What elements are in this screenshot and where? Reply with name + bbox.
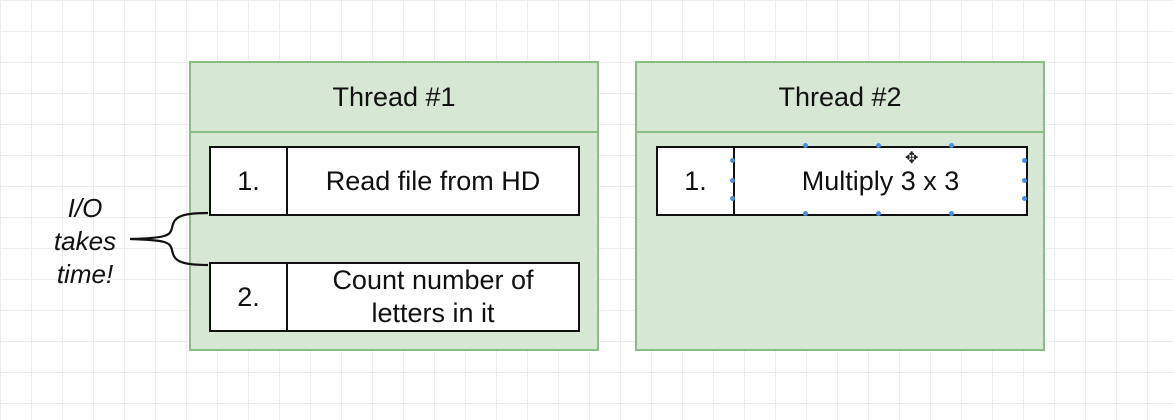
move-cursor-icon: ✥ [905, 150, 919, 167]
thread-1-task-2[interactable]: 2. Count number of letters in it [209, 262, 580, 332]
task-text: Multiply 3 x 3 [801, 165, 960, 196]
thread-1-panel[interactable]: Thread #1 1. Read file from HD 2. Count … [189, 61, 599, 351]
thread-2-task-1[interactable]: 1. Multiply 3 x 3 [656, 146, 1028, 216]
annotation-line: time! [56, 259, 114, 289]
annotation-line: takes [53, 226, 117, 256]
selection-handle[interactable] [949, 143, 954, 148]
task-text: Read file from HD [325, 165, 541, 196]
selection-handle[interactable] [876, 211, 881, 216]
selection-handle[interactable] [876, 143, 881, 148]
selection-handle[interactable] [1022, 196, 1027, 201]
selection-handle[interactable] [803, 211, 808, 216]
task-number: 1. [211, 148, 288, 214]
selection-handle[interactable] [949, 211, 954, 216]
selection-handle[interactable] [803, 143, 808, 148]
selection-handle[interactable] [1022, 158, 1027, 163]
curly-brace-icon [129, 211, 208, 267]
thread-1-task-1[interactable]: 1. Read file from HD [209, 146, 580, 216]
task-number: 1. [658, 148, 735, 214]
thread-2-title: Thread #2 [637, 63, 1043, 133]
selection-handle[interactable] [730, 178, 735, 183]
thread-2-panel[interactable]: Thread #2 1. Multiply 3 x 3 [635, 61, 1045, 351]
selection-handle[interactable] [730, 196, 735, 201]
annotation-line: I/O [67, 193, 103, 223]
thread-1-title: Thread #1 [191, 63, 597, 133]
selection-handle[interactable] [1022, 178, 1027, 183]
io-annotation: I/O takes time! [40, 192, 130, 291]
task-number: 2. [211, 264, 288, 330]
selection-handle[interactable] [730, 158, 735, 163]
task-text: Count number of letters in it [332, 265, 534, 328]
